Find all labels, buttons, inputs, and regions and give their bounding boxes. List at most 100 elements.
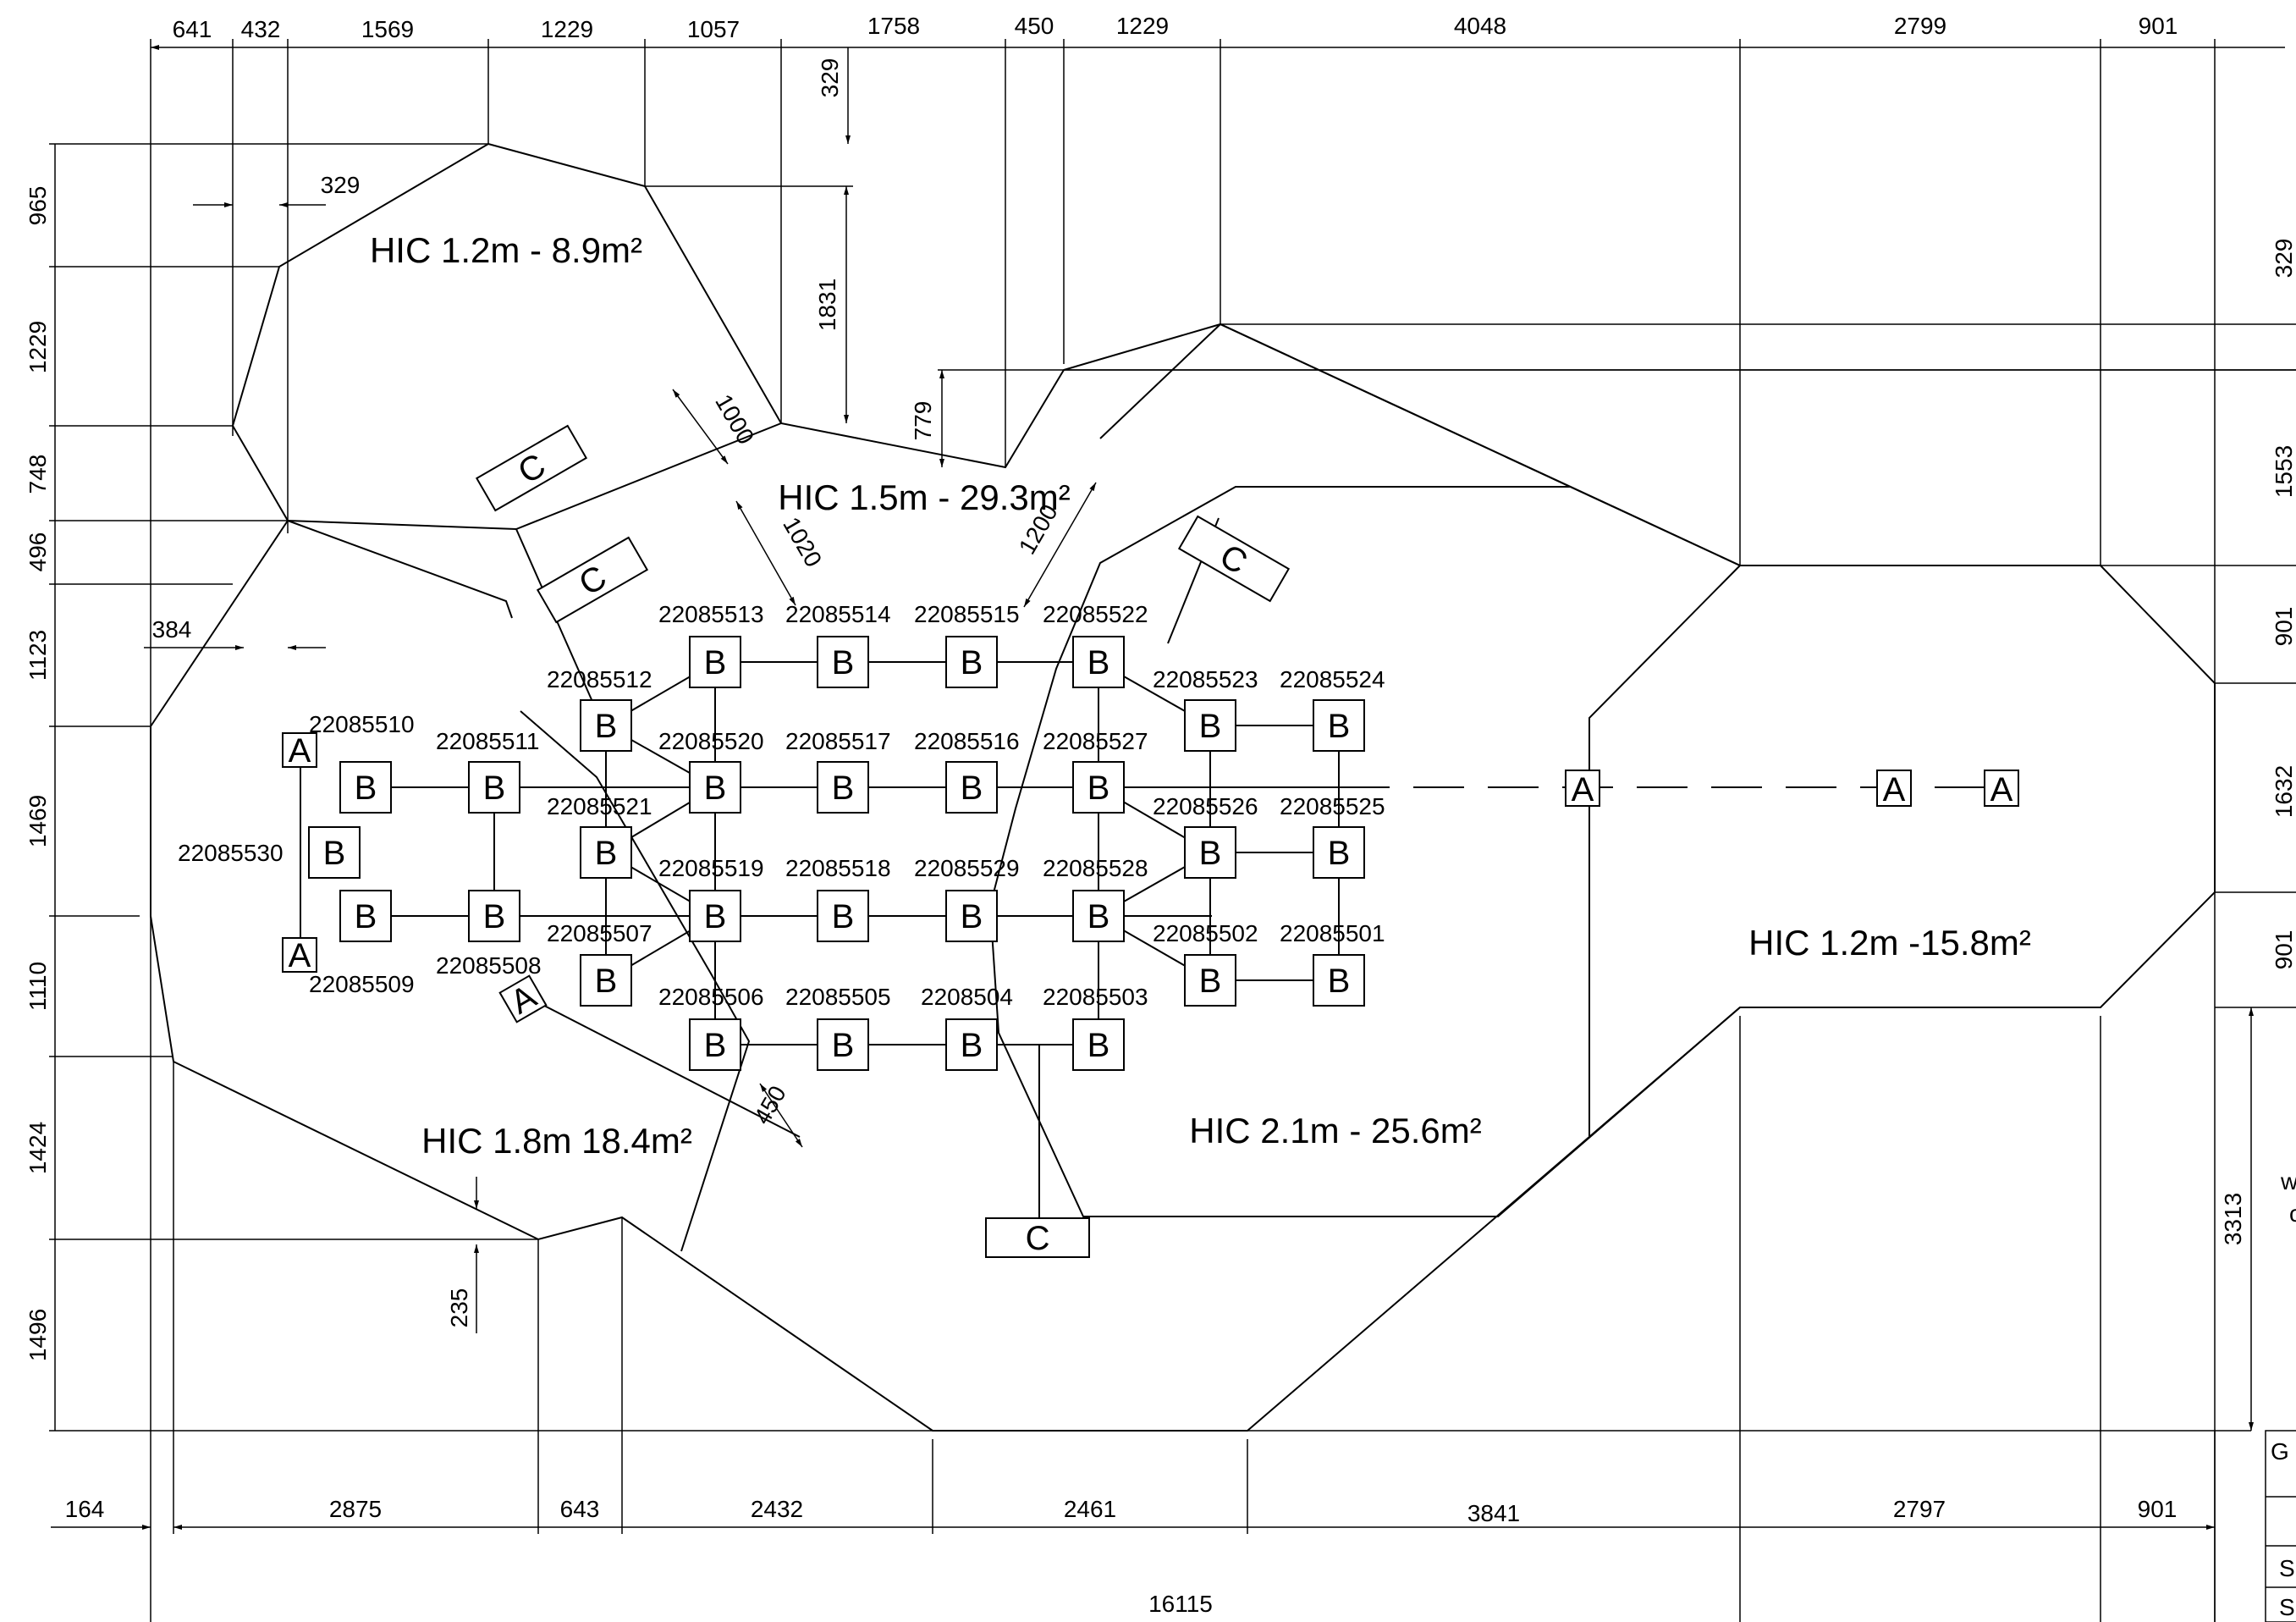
marker-b <box>1184 699 1236 752</box>
sensor-tag: 22085515 <box>914 601 1020 627</box>
right-dim-label: 1553 <box>2271 445 2296 498</box>
marker-b-letter: B <box>595 963 618 1000</box>
top-dim-label: 450 <box>1015 13 1054 39</box>
bottom-dim-label: 164 <box>65 1496 105 1522</box>
partition-line <box>1588 565 1741 1136</box>
marker-b-letter: B <box>483 898 506 935</box>
zone-label: HIC 1.2m -15.8m² <box>1748 923 2031 963</box>
top-dim-label: 1229 <box>1116 13 1169 39</box>
top-dimension-labels: 641 432 1569 1229 1057 1758 450 1229 404… <box>173 13 2178 42</box>
marker-b-letter: B <box>1087 1027 1110 1064</box>
marker-b-letter: B <box>961 770 983 807</box>
marker-b <box>580 699 632 752</box>
sensor-tag: 22085509 <box>309 971 415 997</box>
left-dim-label: 1110 <box>25 962 51 1011</box>
partition-line <box>1099 323 1221 439</box>
right-dim-label: 1632 <box>2271 765 2296 818</box>
sensor-tag: 22085524 <box>1280 666 1385 692</box>
sensor-tag: 22085506 <box>658 984 764 1010</box>
top-dim-label: 1229 <box>541 16 593 42</box>
sensor-tag: 22085526 <box>1153 793 1258 819</box>
marker-b-letter: B <box>595 708 618 745</box>
marker-b-letter: B <box>323 835 346 872</box>
right-dim-label: 329 <box>2271 239 2296 279</box>
marker-b <box>945 890 998 942</box>
marker-b <box>339 761 392 814</box>
cut-off-text: w <box>2280 1168 2296 1194</box>
marker-b <box>817 1018 869 1071</box>
dim-329-left: 329 <box>321 172 361 198</box>
sensor-tag: 22085527 <box>1043 728 1148 754</box>
cut-off-text: G <box>2271 1438 2289 1465</box>
marker-a-letter: A <box>1990 771 2013 808</box>
left-dimension-labels: 965 1229 748 496 1123 1469 1110 1424 149… <box>25 186 51 1362</box>
dim-1020: 1020 <box>778 513 827 571</box>
top-dim-label: 432 <box>241 16 281 42</box>
marker-a <box>498 974 548 1023</box>
sensor-tag: 22085523 <box>1153 666 1258 692</box>
bottom-dim-label: 2461 <box>1064 1496 1116 1522</box>
left-dim-label: 1229 <box>25 321 51 373</box>
marker-b-letter: B <box>704 644 727 681</box>
zone-label: HIC 1.2m - 8.9m² <box>370 230 642 270</box>
marker-b <box>1072 636 1125 688</box>
marker-b <box>689 890 741 942</box>
dim-1000: 1000 <box>710 390 759 449</box>
marker-a <box>1876 770 1912 807</box>
zone-label: HIC 1.8m 18.4m² <box>421 1121 692 1161</box>
sensor-tag: 22085503 <box>1043 984 1148 1010</box>
bottom-dim-label: 643 <box>560 1496 600 1522</box>
marker-c-letter: C <box>1026 1220 1050 1257</box>
bottom-dimension-lines <box>51 1062 2216 1622</box>
marker-b <box>308 826 361 879</box>
sensor-tag: 22085528 <box>1043 855 1148 881</box>
marker-b <box>468 890 520 942</box>
marker-b <box>1313 954 1365 1007</box>
sensor-tag: 22085505 <box>785 984 891 1010</box>
marker-b-letter: B <box>961 644 983 681</box>
top-dim-label: 1569 <box>361 16 414 42</box>
sensor-tag: 22085522 <box>1043 601 1148 627</box>
marker-b <box>817 761 869 814</box>
zone-labels: HIC 1.2m - 8.9m² HIC 1.5m - 29.3m² HIC 1… <box>370 230 2031 1161</box>
cut-off-text: S <box>2279 1594 2295 1620</box>
marker-b <box>689 761 741 814</box>
marker-b <box>1072 1018 1125 1071</box>
marker-b-letter: B <box>1328 963 1351 1000</box>
marker-a-letter: A <box>289 732 311 770</box>
sensor-tag: 22085513 <box>658 601 764 627</box>
marker-b <box>945 636 998 688</box>
dim-3313: 3313 <box>2220 1193 2246 1245</box>
sensor-tag: 22085508 <box>436 952 542 979</box>
marker-b-letter: B <box>1087 644 1110 681</box>
sensor-tag: 22085529 <box>914 855 1020 881</box>
title-block-fragment <box>2265 1430 2296 1622</box>
marker-a <box>282 937 317 973</box>
top-dim-label: 1758 <box>867 13 920 39</box>
marker-b-group: B B B B B B B B B B B B B B B B B B B B … <box>308 636 1365 1071</box>
marker-b <box>1184 954 1236 1007</box>
marker-a-group: A A A A A A <box>282 732 2019 1023</box>
marker-b-letter: B <box>832 898 855 935</box>
sensor-tag: 22085502 <box>1153 920 1258 946</box>
marker-b-letter: B <box>595 835 618 872</box>
sensor-tag: 22085512 <box>547 666 652 692</box>
sensor-tag: 22085519 <box>658 855 764 881</box>
top-dim-label: 641 <box>173 16 212 42</box>
sensor-tag: 22085507 <box>547 920 652 946</box>
marker-b <box>339 890 392 942</box>
marker-b-letter: B <box>355 770 377 807</box>
marker-b <box>1072 890 1125 942</box>
zone-label: HIC 2.1m - 25.6m² <box>1189 1111 1481 1150</box>
marker-c-group: C C C C <box>475 424 1291 1258</box>
marker-b-letter: B <box>832 644 855 681</box>
marker-b-letter: B <box>1087 770 1110 807</box>
cut-off-text: c <box>2289 1200 2296 1227</box>
right-dimension-labels: 329 1553 901 1632 901 <box>2271 239 2296 970</box>
sensor-tag: 22085516 <box>914 728 1020 754</box>
marker-b <box>468 761 520 814</box>
sensor-tag: 22085501 <box>1280 920 1385 946</box>
dim-1831: 1831 <box>814 279 840 331</box>
marker-b <box>580 826 632 879</box>
marker-a-letter: A <box>1883 771 1906 808</box>
